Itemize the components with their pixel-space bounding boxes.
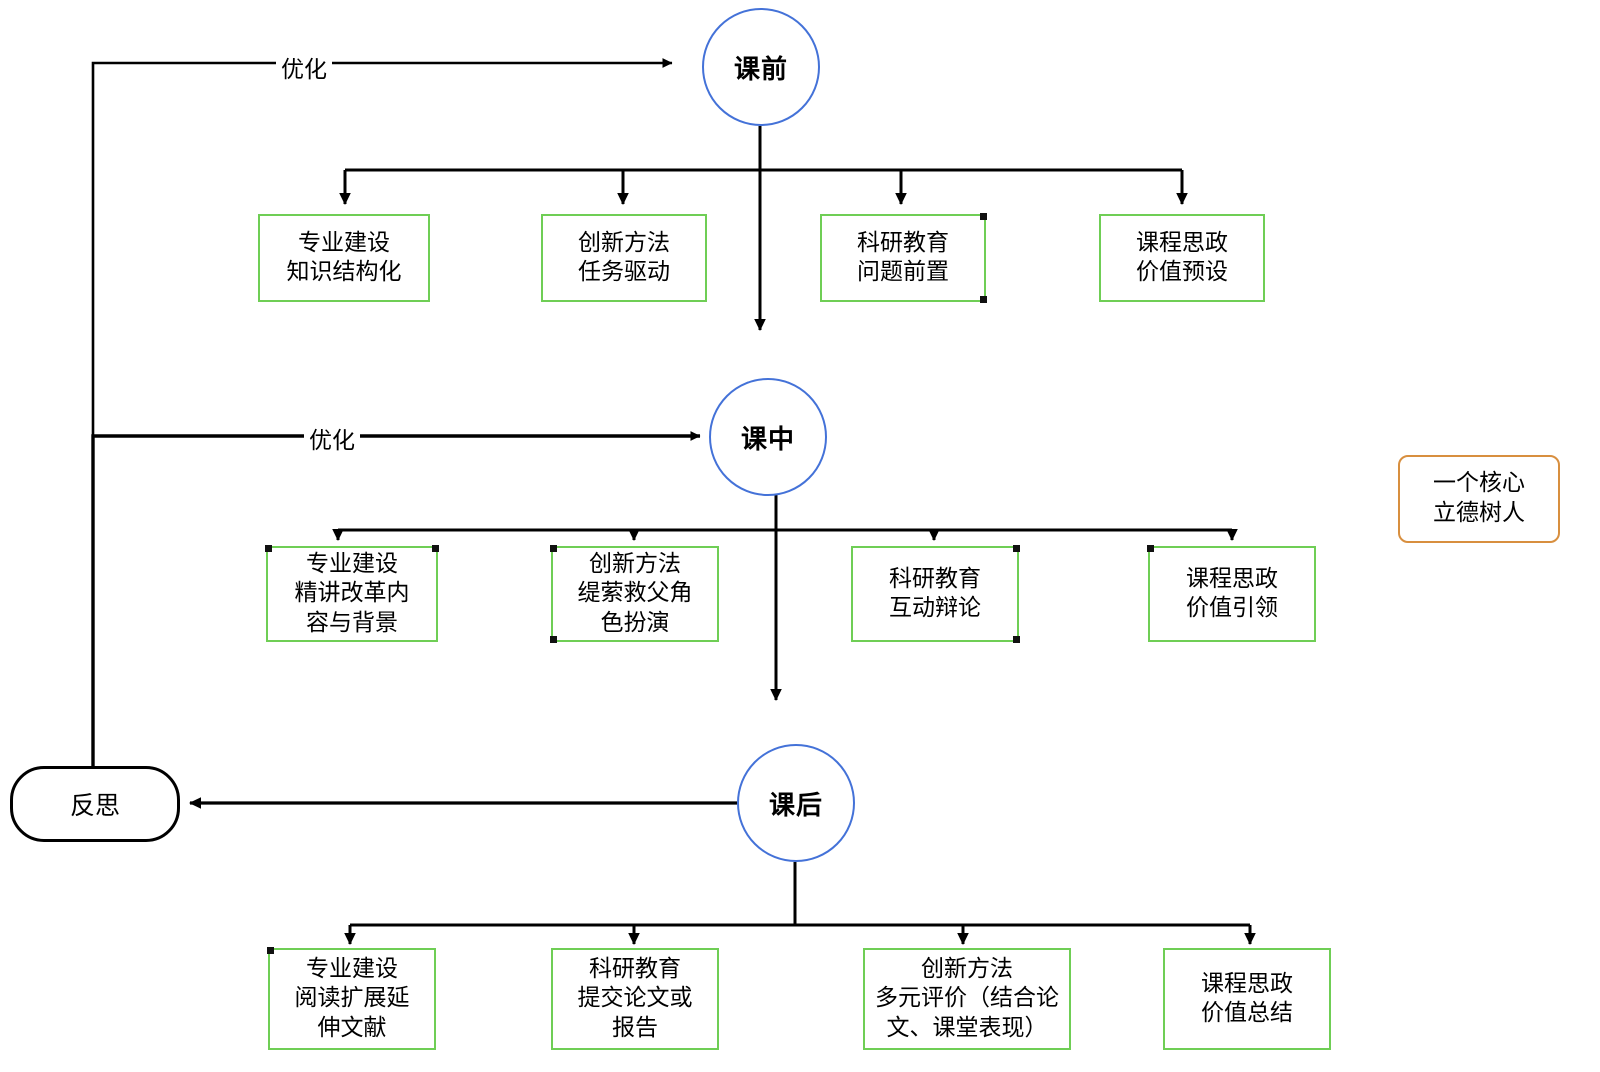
reflection-node-label: 反思 — [69, 791, 120, 820]
core-line-1: 一个核心 — [1433, 470, 1525, 497]
leaf-box-post-2-text: 科研教育 提交论文或 报告 — [574, 955, 697, 1043]
leaf-line-1: 课程思政 — [1186, 565, 1278, 592]
leaf-line-3: 文、课堂表现） — [886, 1014, 1048, 1041]
leaf-line-2: 互动辩论 — [889, 595, 981, 621]
leaf-box-pre-4-text: 课程思政 价值预设 — [1132, 229, 1232, 288]
leaf-line-1: 创新方法 — [589, 550, 681, 577]
leaf-line-1: 科研教育 — [857, 229, 949, 256]
leaf-box-mid-4[interactable]: 课程思政 价值引领 — [1147, 545, 1316, 642]
leaf-box-pre-2-text: 创新方法 任务驱动 — [574, 229, 674, 288]
selection-handle-icon — [267, 947, 274, 954]
leaf-box-mid-1-text: 专业建设 精讲改革内 容与背景 — [291, 550, 414, 638]
leaf-line-1: 科研教育 — [889, 565, 981, 592]
selection-handle-icon — [550, 636, 557, 643]
leaf-line-1: 创新方法 — [921, 955, 1013, 982]
leaf-box-post-2[interactable]: 科研教育 提交论文或 报告 — [551, 948, 719, 1050]
leaf-box-mid-4-text: 课程思政 价值引领 — [1182, 565, 1282, 624]
leaf-box-mid-1[interactable]: 专业建设 精讲改革内 容与背景 — [265, 545, 439, 642]
leaf-line-3: 容与背景 — [306, 609, 398, 636]
leaf-box-pre-4[interactable]: 课程思政 价值预设 — [1099, 214, 1265, 302]
leaf-line-1: 课程思政 — [1201, 970, 1293, 997]
stage-node-pre-label: 课前 — [733, 54, 788, 85]
leaf-box-pre-3[interactable]: 科研教育 问题前置 — [820, 213, 987, 303]
stage-node-pre[interactable]: 课前 — [702, 8, 820, 126]
reflection-node[interactable]: 反思 — [10, 766, 180, 842]
stage-node-post-label: 课后 — [768, 790, 823, 821]
leaf-line-2: 精讲改革内 — [294, 580, 410, 607]
leaf-line-1: 创新方法 — [578, 229, 670, 256]
stage-node-mid-label: 课中 — [740, 424, 795, 455]
leaf-line-2: 问题前置 — [857, 259, 949, 285]
leaf-box-post-3[interactable]: 创新方法 多元评价（结合论 文、课堂表现） — [863, 948, 1071, 1050]
leaf-box-post-4-text: 课程思政 价值总结 — [1197, 970, 1297, 1029]
selection-handle-icon — [550, 545, 557, 552]
leaf-line-3: 报告 — [612, 1014, 658, 1041]
leaf-line-2: 多元评价（结合论 — [875, 985, 1059, 1012]
stage-node-post[interactable]: 课后 — [737, 744, 855, 862]
leaf-box-mid-3-text: 科研教育 互动辩论 — [885, 565, 985, 624]
leaf-line-1: 专业建设 — [298, 229, 390, 256]
selection-handle-icon — [980, 213, 987, 220]
leaf-line-2: 知识结构化 — [286, 259, 402, 285]
leaf-box-mid-3[interactable]: 科研教育 互动辩论 — [851, 545, 1020, 643]
leaf-line-2: 任务驱动 — [578, 259, 670, 285]
selection-handle-icon — [432, 545, 439, 552]
leaf-line-2: 价值总结 — [1201, 1000, 1293, 1026]
leaf-box-post-1[interactable]: 专业建设 阅读扩展延 伸文献 — [267, 947, 436, 1050]
leaf-box-pre-1[interactable]: 专业建设 知识结构化 — [258, 214, 430, 302]
leaf-box-mid-2-text: 创新方法 缇萦救父角 色扮演 — [574, 550, 697, 638]
core-principle-text: 一个核心 立德树人 — [1433, 469, 1525, 529]
leaf-box-pre-1-text: 专业建设 知识结构化 — [283, 229, 406, 288]
stage-node-mid[interactable]: 课中 — [709, 378, 827, 496]
leaf-line-2: 价值引领 — [1186, 595, 1278, 621]
selection-handle-icon — [1013, 636, 1020, 643]
leaf-line-2: 提交论文或 — [577, 985, 693, 1012]
selection-handle-icon — [1147, 545, 1154, 552]
leaf-line-3: 伸文献 — [317, 1014, 387, 1041]
leaf-line-1: 科研教育 — [589, 955, 681, 982]
selection-handle-icon — [1013, 545, 1020, 552]
selection-handle-icon — [265, 545, 272, 552]
leaf-box-post-3-text: 创新方法 多元评价（结合论 文、课堂表现） — [871, 955, 1063, 1043]
edge-label-optimize-mid: 优化 — [304, 421, 360, 455]
core-line-2: 立德树人 — [1433, 500, 1525, 526]
core-principle-box[interactable]: 一个核心 立德树人 — [1398, 455, 1560, 543]
leaf-line-2: 阅读扩展延 — [294, 985, 410, 1012]
leaf-line-2: 缇萦救父角 — [577, 580, 693, 607]
leaf-line-1: 专业建设 — [306, 550, 398, 577]
leaf-box-post-4[interactable]: 课程思政 价值总结 — [1163, 948, 1331, 1050]
leaf-box-mid-2[interactable]: 创新方法 缇萦救父角 色扮演 — [550, 545, 719, 643]
leaf-box-pre-3-text: 科研教育 问题前置 — [853, 229, 953, 288]
selection-handle-icon — [980, 296, 987, 303]
leaf-line-2: 价值预设 — [1136, 259, 1228, 285]
leaf-box-post-1-text: 专业建设 阅读扩展延 伸文献 — [291, 955, 414, 1043]
leaf-line-1: 课程思政 — [1136, 229, 1228, 256]
edge-label-optimize-pre: 优化 — [276, 50, 332, 84]
leaf-box-pre-2[interactable]: 创新方法 任务驱动 — [541, 214, 707, 302]
leaf-line-3: 色扮演 — [600, 609, 670, 636]
leaf-line-1: 专业建设 — [306, 955, 398, 982]
